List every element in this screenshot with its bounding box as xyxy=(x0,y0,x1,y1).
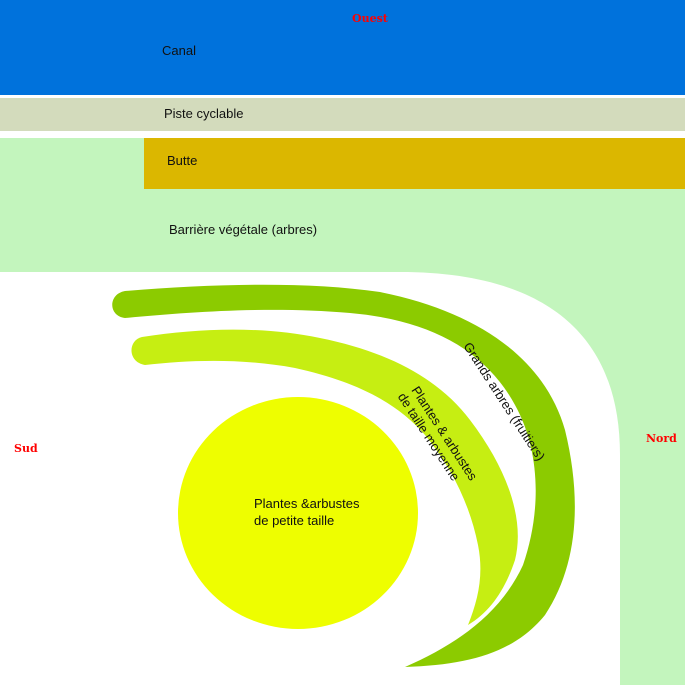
small-plants-zone xyxy=(178,397,418,629)
compass-west-label: Ouest xyxy=(352,12,389,25)
small-plants-label-line1: Plantes &arbustes xyxy=(254,496,360,511)
mound-label: Butte xyxy=(167,153,197,168)
medium-plants-zone xyxy=(131,329,518,625)
small-plants-label-line2: de petite taille xyxy=(254,513,334,528)
plant-barrier-label: Barrière végétale (arbres) xyxy=(169,222,317,237)
large-trees-zone xyxy=(112,284,575,667)
canal-label: Canal xyxy=(162,43,196,58)
bike-path-label: Piste cyclable xyxy=(164,106,243,121)
plant-barrier-zone xyxy=(0,138,685,685)
compass-south-label: Sud xyxy=(14,442,38,455)
bike-path-zone xyxy=(0,98,685,131)
canal-zone xyxy=(0,0,685,95)
compass-north-label: Nord xyxy=(646,432,677,445)
mound-zone xyxy=(144,138,685,189)
